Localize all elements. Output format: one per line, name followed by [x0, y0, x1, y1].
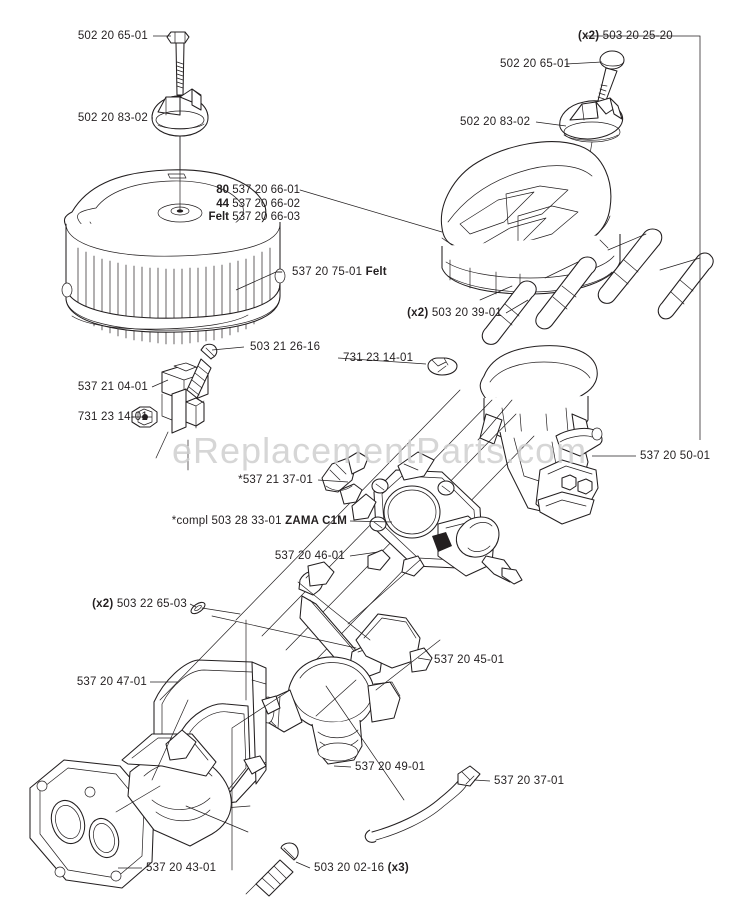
part-502-20-83-02-right [559, 97, 624, 143]
filter-grade: Felt [208, 211, 229, 223]
part-502-20-83-02-left [151, 88, 209, 137]
callout-503-22-65-03: (x2) 503 22 65-03 [92, 598, 187, 611]
callout-503-20-25-20: (x2) 503 20 25-20 [578, 30, 673, 43]
qty-x2: (x2) [407, 307, 429, 319]
part-503-20-02-16 [245, 842, 299, 897]
qty-x2: (x2) [578, 30, 600, 42]
callout-537-20-47-01: 537 20 47-01 [76, 676, 147, 688]
part-537-20-37-01 [364, 765, 481, 843]
callout-537-20-50-01: 537 20 50-01 [640, 450, 711, 462]
part-carburetor-zama-c1m [351, 451, 523, 585]
callout-502-20-83-02-right: 502 20 83-02 [460, 116, 531, 128]
filter-option-row: 80 537 20 66-01 [209, 184, 300, 198]
filter-option-row: Felt 537 20 66-03 [209, 211, 300, 225]
part-537-20-49-01 [261, 656, 401, 765]
callout-537-20-37-01: 537 20 37-01 [494, 775, 565, 787]
part-537-21-37-01 [321, 451, 369, 505]
part-537-20-43-01 [29, 729, 232, 889]
callout-731-23-14-01-left: 731 23 14-01 [77, 411, 148, 423]
part-no: 503 20 39-01 [431, 307, 502, 319]
assembly-lines [115, 135, 701, 813]
part-no: 537 20 75-01 [292, 266, 363, 278]
part-air-filter-cover [440, 141, 621, 297]
callout-537-20-45-01: 537 20 45-01 [434, 654, 505, 666]
part-503-21-26-16 [186, 343, 218, 399]
part-long-screws [481, 228, 714, 345]
part-air-filter-left [61, 169, 286, 345]
callout-503-20-02-16: 503 20 02-16 (x3) [314, 862, 409, 875]
callout-502-20-83-02-left: 502 20 83-02 [77, 112, 148, 124]
filter-option-row: 44 537 20 66-02 [209, 198, 300, 212]
callout-537-20-46-01: 537 20 46-01 [274, 550, 345, 562]
part-731-23-14-01-center [427, 357, 458, 376]
callout-503-20-39-01: (x2) 503 20 39-01 [407, 307, 502, 320]
filter-part-no: 537 20 66-02 [232, 197, 300, 210]
callout-503-21-26-16: 503 21 26-16 [250, 341, 321, 353]
callout-537-20-43-01: 537 20 43-01 [146, 862, 217, 874]
callout-502-20-65-01-left: 502 20 65-01 [77, 30, 148, 42]
callout-731-23-14-01-center: 731 23 14-01 [343, 352, 414, 364]
filter-options-block: 80 537 20 66-01 44 537 20 66-02 Felt 537… [209, 184, 300, 225]
filter-grade: 80 [216, 184, 229, 196]
qty-x2: (x2) [92, 598, 114, 610]
filter-grade: 44 [216, 197, 229, 210]
carb-model: ZAMA C1M [285, 515, 347, 527]
callout-537-21-04-01: 537 21 04-01 [77, 381, 148, 393]
leader-lines [118, 35, 701, 871]
callout-503-28-33-01-zama: *compl 503 28 33-01 ZAMA C1M [172, 515, 347, 528]
material-felt: Felt [365, 266, 387, 278]
part-503-22-65-03 [190, 601, 206, 615]
part-537-20-50-01 [479, 345, 603, 525]
part-no: 503 20 02-16 [314, 862, 385, 874]
part-no: 503 20 25-20 [602, 30, 673, 42]
part-no: 503 22 65-03 [116, 598, 187, 610]
callout-537-20-49-01: 537 20 49-01 [355, 761, 426, 773]
part-502-20-65-01-left [166, 31, 190, 96]
part-no: *compl 503 28 33-01 [171, 515, 282, 527]
qty-x3: (x3) [387, 862, 409, 874]
filter-part-no: 537 20 66-01 [232, 184, 300, 196]
callout-537-21-37-01: *537 21 37-01 [238, 474, 313, 486]
part-537-20-45-01 [355, 613, 433, 673]
callout-537-20-75-01: 537 20 75-01 Felt [292, 266, 387, 279]
filter-part-no: 537 20 66-03 [232, 211, 300, 223]
callout-502-20-65-01-right: 502 20 65-01 [500, 58, 571, 70]
